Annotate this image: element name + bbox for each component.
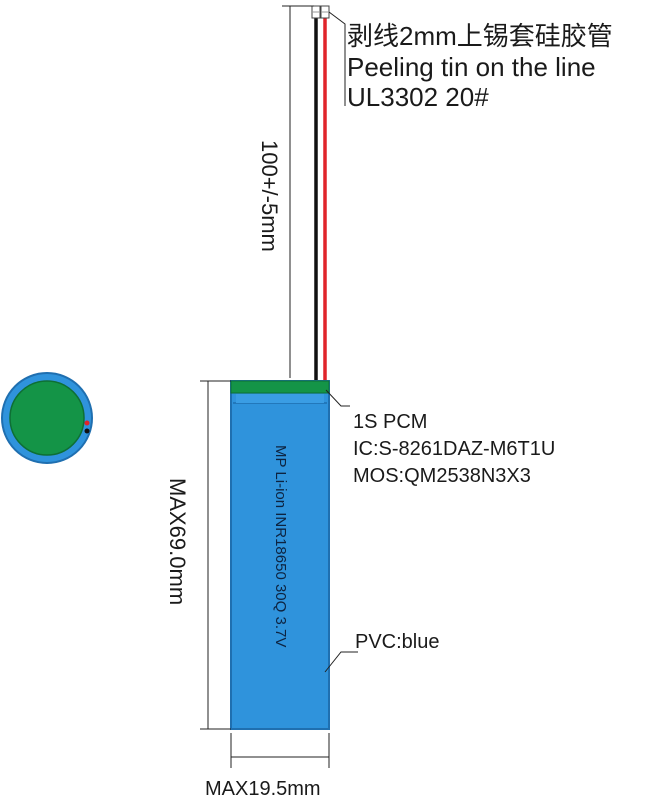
pcm-line-3: MOS:QM2538N3X3 <box>353 465 531 487</box>
width-dimension: MAX19.5mm <box>205 733 330 800</box>
wire-length-label: 100+/-5mm <box>257 140 282 252</box>
pcm-line-2: IC:S-8261DAZ-M6T1U <box>353 438 555 460</box>
cell-label: MP Li-ion INR18650 30Q 3.7V <box>272 445 289 647</box>
wire-note-leader <box>328 11 346 106</box>
wires <box>311 5 330 385</box>
top-cap <box>236 394 324 403</box>
sleeve-leader <box>324 651 358 673</box>
height-dimension: MAX69.0mm <box>165 380 231 730</box>
width-label: MAX19.5mm <box>205 778 321 800</box>
wire-note-line-3: UL3302 20# <box>347 82 489 112</box>
battery-body: MP Li-ion INR18650 30Q 3.7V <box>230 380 330 730</box>
end-view-red-solder <box>84 420 90 426</box>
end-view-black-solder <box>84 428 90 434</box>
wire-length-dimension: 100+/-5mm <box>257 5 314 378</box>
end-view <box>1 372 93 464</box>
wire-note-line-2: Peeling tin on the line <box>347 52 596 82</box>
battery-sleeve <box>230 380 330 730</box>
height-label: MAX69.0mm <box>165 478 190 605</box>
pcm-leader <box>325 389 350 407</box>
sleeve-label: PVC:blue <box>355 631 440 653</box>
pcm-line-1: 1S PCM <box>353 411 427 433</box>
end-view-pcm <box>9 380 85 456</box>
pcm-board <box>230 380 330 394</box>
wire-note-line-1: 剥线2mm上锡套硅胶管 <box>347 21 613 51</box>
